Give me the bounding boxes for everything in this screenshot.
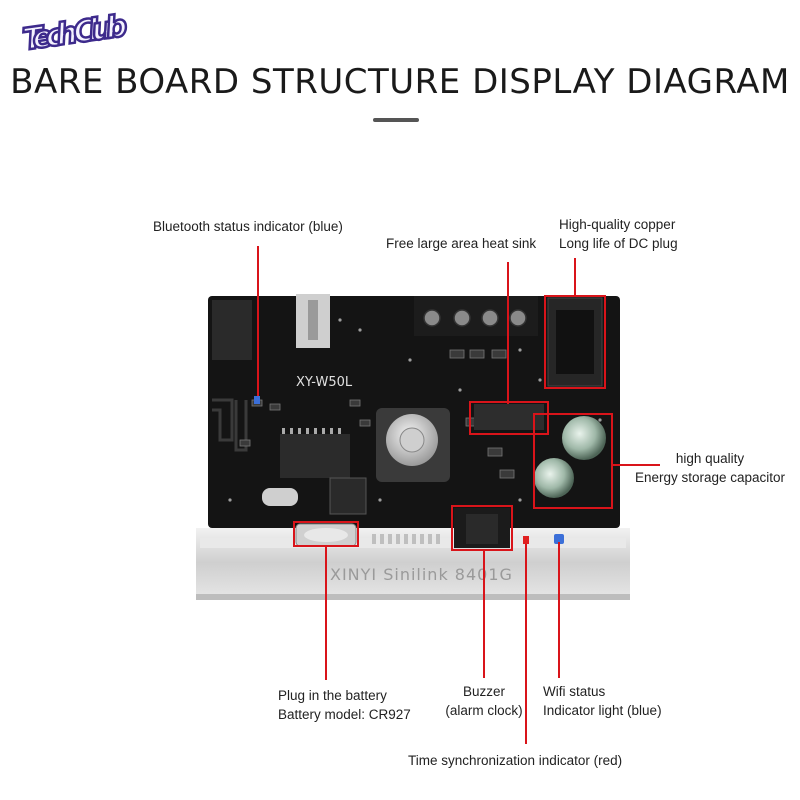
callout-heatsink: Free large area heat sink xyxy=(386,234,536,253)
callout-bluetooth-line1: Bluetooth status indicator (blue) xyxy=(153,219,343,234)
callout-wifi: Wifi status Indicator light (blue) xyxy=(543,682,662,720)
callout-buzzer-line1: Buzzer xyxy=(462,684,506,699)
callout-wifi-line2: Indicator light (blue) xyxy=(543,703,662,718)
title-divider xyxy=(373,118,419,122)
callout-buzzer-line2: (alarm clock) xyxy=(445,703,523,718)
wifi-led xyxy=(554,534,564,544)
callout-lines xyxy=(257,246,660,744)
callout-buzzer: Buzzer (alarm clock) xyxy=(440,682,528,720)
callout-capacitor-line2: Energy storage capacitor xyxy=(634,470,786,485)
callout-time-sync: Time synchronization indicator (red) xyxy=(408,751,622,770)
callout-capacitor-line1: high quality xyxy=(675,451,745,466)
callout-bluetooth: Bluetooth status indicator (blue) xyxy=(153,217,343,236)
time-sync-led xyxy=(523,536,529,544)
callout-battery-line2: Battery model: CR927 xyxy=(278,707,411,722)
callout-dc-plug-line2: Long life of DC plug xyxy=(559,236,678,251)
bluetooth-led xyxy=(254,396,260,404)
callout-wifi-line1: Wifi status xyxy=(543,684,606,699)
callout-time-sync-line1: Time synchronization indicator (red) xyxy=(408,753,623,768)
model-silkscreen: XY-W50L xyxy=(296,375,353,390)
pcb: XY-W50L xyxy=(208,294,620,548)
callout-dc-plug: High-quality copper Long life of DC plug xyxy=(559,215,678,253)
callout-battery-line1: Plug in the battery xyxy=(278,688,387,703)
brand-engraving: XINYI Sinilink 8401G xyxy=(330,565,513,584)
brand-logo: Tech Club xyxy=(19,7,130,59)
callout-dc-plug-line1: High-quality copper xyxy=(559,217,676,232)
callout-heatsink-line1: Free large area heat sink xyxy=(386,236,537,251)
callout-capacitor: high quality Energy storage capacitor xyxy=(630,449,790,487)
page-title: BARE BOARD STRUCTURE DISPLAY DIAGRAM xyxy=(10,62,790,102)
callout-battery: Plug in the battery Battery model: CR927 xyxy=(278,686,411,724)
